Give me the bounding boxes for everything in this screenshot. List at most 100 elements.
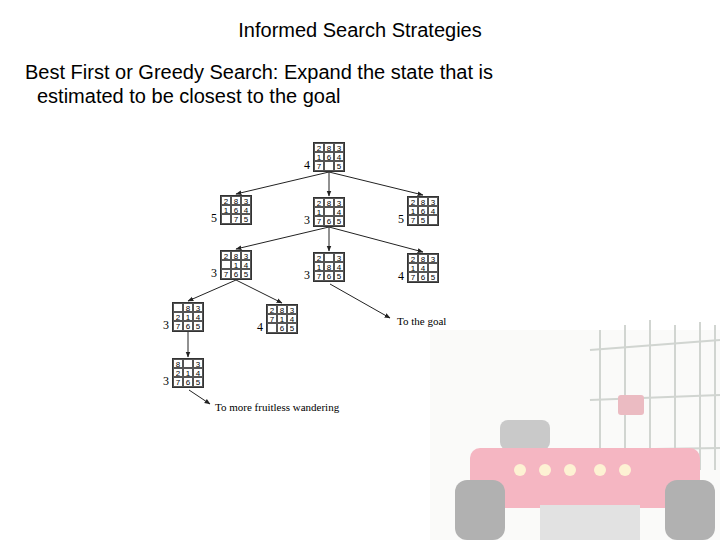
blank-cell bbox=[221, 260, 231, 269]
photo-ground bbox=[430, 330, 720, 540]
tile-cell: 1 bbox=[408, 263, 418, 272]
tile-number: 5 bbox=[431, 273, 435, 282]
search-arrow bbox=[329, 172, 423, 195]
robot-wheel bbox=[455, 480, 505, 540]
puzzle-grid: 28316475 bbox=[313, 142, 345, 172]
tile-cell: 8 bbox=[324, 143, 334, 152]
tile-number: 5 bbox=[337, 162, 341, 171]
tile-cell: 5 bbox=[241, 214, 251, 224]
puzzle-state: 383214765 bbox=[156, 358, 204, 386]
tile-cell: 4 bbox=[241, 260, 251, 269]
puzzle-grid: 28314765 bbox=[313, 197, 345, 227]
tile-cell: 7 bbox=[314, 161, 324, 171]
tile-cell: 8 bbox=[231, 251, 241, 260]
tile-number: 6 bbox=[234, 270, 238, 279]
tile-cell: 5 bbox=[418, 215, 428, 225]
search-arrow bbox=[188, 280, 236, 301]
puzzle-grid: 23184765 bbox=[313, 252, 345, 282]
tile-cell: 7 bbox=[408, 272, 418, 282]
tile-cell: 1 bbox=[231, 260, 241, 269]
heuristic-value: 4 bbox=[297, 159, 310, 172]
search-arrow bbox=[236, 280, 282, 303]
tile-cell: 3 bbox=[193, 303, 203, 312]
tile-number: 6 bbox=[421, 273, 425, 282]
puzzle-state: 323184765 bbox=[297, 252, 345, 280]
puzzle-state: 528316475 bbox=[391, 196, 439, 224]
tile-number: 5 bbox=[196, 378, 200, 387]
tile-cell: 6 bbox=[418, 206, 428, 215]
blank-cell bbox=[324, 253, 334, 262]
tile-cell: 5 bbox=[334, 271, 344, 281]
tile-cell: 6 bbox=[277, 323, 287, 333]
tile-cell: 5 bbox=[334, 161, 344, 171]
tile-cell: 8 bbox=[183, 303, 193, 312]
tile-number: 5 bbox=[337, 272, 341, 281]
tile-number: 6 bbox=[280, 324, 284, 333]
blank-cell bbox=[183, 359, 193, 368]
tile-cell: 8 bbox=[418, 197, 428, 206]
tile-cell: 3 bbox=[334, 198, 344, 207]
search-arrow bbox=[329, 172, 330, 196]
robot-wheel bbox=[665, 480, 715, 540]
tile-cell: 1 bbox=[277, 314, 287, 323]
tile-number: 5 bbox=[244, 270, 248, 279]
tile-cell: 5 bbox=[241, 269, 251, 279]
search-arrow bbox=[236, 227, 329, 249]
tile-number: 5 bbox=[337, 217, 341, 226]
puzzle-grid: 28316475 bbox=[407, 196, 439, 226]
tile-cell: 6 bbox=[183, 377, 193, 387]
tile-cell: 2 bbox=[314, 253, 324, 262]
tile-cell: 2 bbox=[408, 197, 418, 206]
robot-sensor bbox=[500, 420, 550, 450]
heuristic-value: 3 bbox=[156, 319, 169, 332]
blank-cell bbox=[221, 214, 231, 224]
tile-cell: 1 bbox=[314, 152, 324, 161]
heuristic-value: 3 bbox=[297, 269, 310, 282]
tile-cell: 3 bbox=[428, 254, 438, 263]
tile-cell: 7 bbox=[231, 214, 241, 224]
heuristic-value: 3 bbox=[156, 375, 169, 388]
leader-arrow bbox=[189, 390, 210, 404]
leader-arrow bbox=[330, 284, 390, 318]
blank-cell bbox=[324, 207, 334, 216]
puzzle-grid: 83214765 bbox=[172, 302, 204, 332]
fence bbox=[590, 320, 720, 470]
heuristic-value: 5 bbox=[391, 213, 404, 226]
tile-cell: 6 bbox=[183, 321, 193, 331]
tile-cell: 3 bbox=[241, 251, 251, 260]
tile-cell: 8 bbox=[173, 359, 183, 368]
puzzle-state: 328314765 bbox=[204, 250, 252, 278]
tile-number: 7 bbox=[224, 270, 228, 279]
puzzle-grid: 83214765 bbox=[172, 358, 204, 388]
tile-cell: 2 bbox=[267, 305, 277, 314]
tile-number: 5 bbox=[290, 324, 294, 333]
heuristic-value: 4 bbox=[391, 270, 404, 283]
heuristic-value: 5 bbox=[204, 212, 217, 225]
tile-cell: 4 bbox=[334, 262, 344, 271]
blank-cell bbox=[428, 215, 438, 225]
tile-cell: 7 bbox=[267, 314, 277, 323]
tile-cell: 7 bbox=[314, 271, 324, 281]
tile-cell: 3 bbox=[428, 197, 438, 206]
tile-cell: 3 bbox=[193, 359, 203, 368]
puzzle-state: 428314765 bbox=[391, 253, 439, 281]
tile-number: 5 bbox=[421, 216, 425, 225]
tile-number: 7 bbox=[317, 272, 321, 281]
tile-cell: 2 bbox=[221, 196, 231, 205]
tile-cell: 8 bbox=[231, 196, 241, 205]
puzzle-state: 328314765 bbox=[297, 197, 345, 225]
tile-number: 7 bbox=[411, 216, 415, 225]
tile-number: 6 bbox=[327, 272, 331, 281]
search-arrow bbox=[329, 227, 423, 252]
tile-number: 7 bbox=[176, 378, 180, 387]
tile-number: 7 bbox=[411, 273, 415, 282]
tile-number: 6 bbox=[327, 217, 331, 226]
puzzle-state: 428316475 bbox=[297, 142, 345, 170]
tile-cell: 3 bbox=[334, 143, 344, 152]
tile-cell: 3 bbox=[287, 305, 297, 314]
tile-cell: 4 bbox=[287, 314, 297, 323]
tile-number: 5 bbox=[244, 215, 248, 224]
puzzle-state: 383214765 bbox=[156, 302, 204, 330]
heuristic-value: 3 bbox=[297, 214, 310, 227]
tile-cell: 8 bbox=[418, 254, 428, 263]
